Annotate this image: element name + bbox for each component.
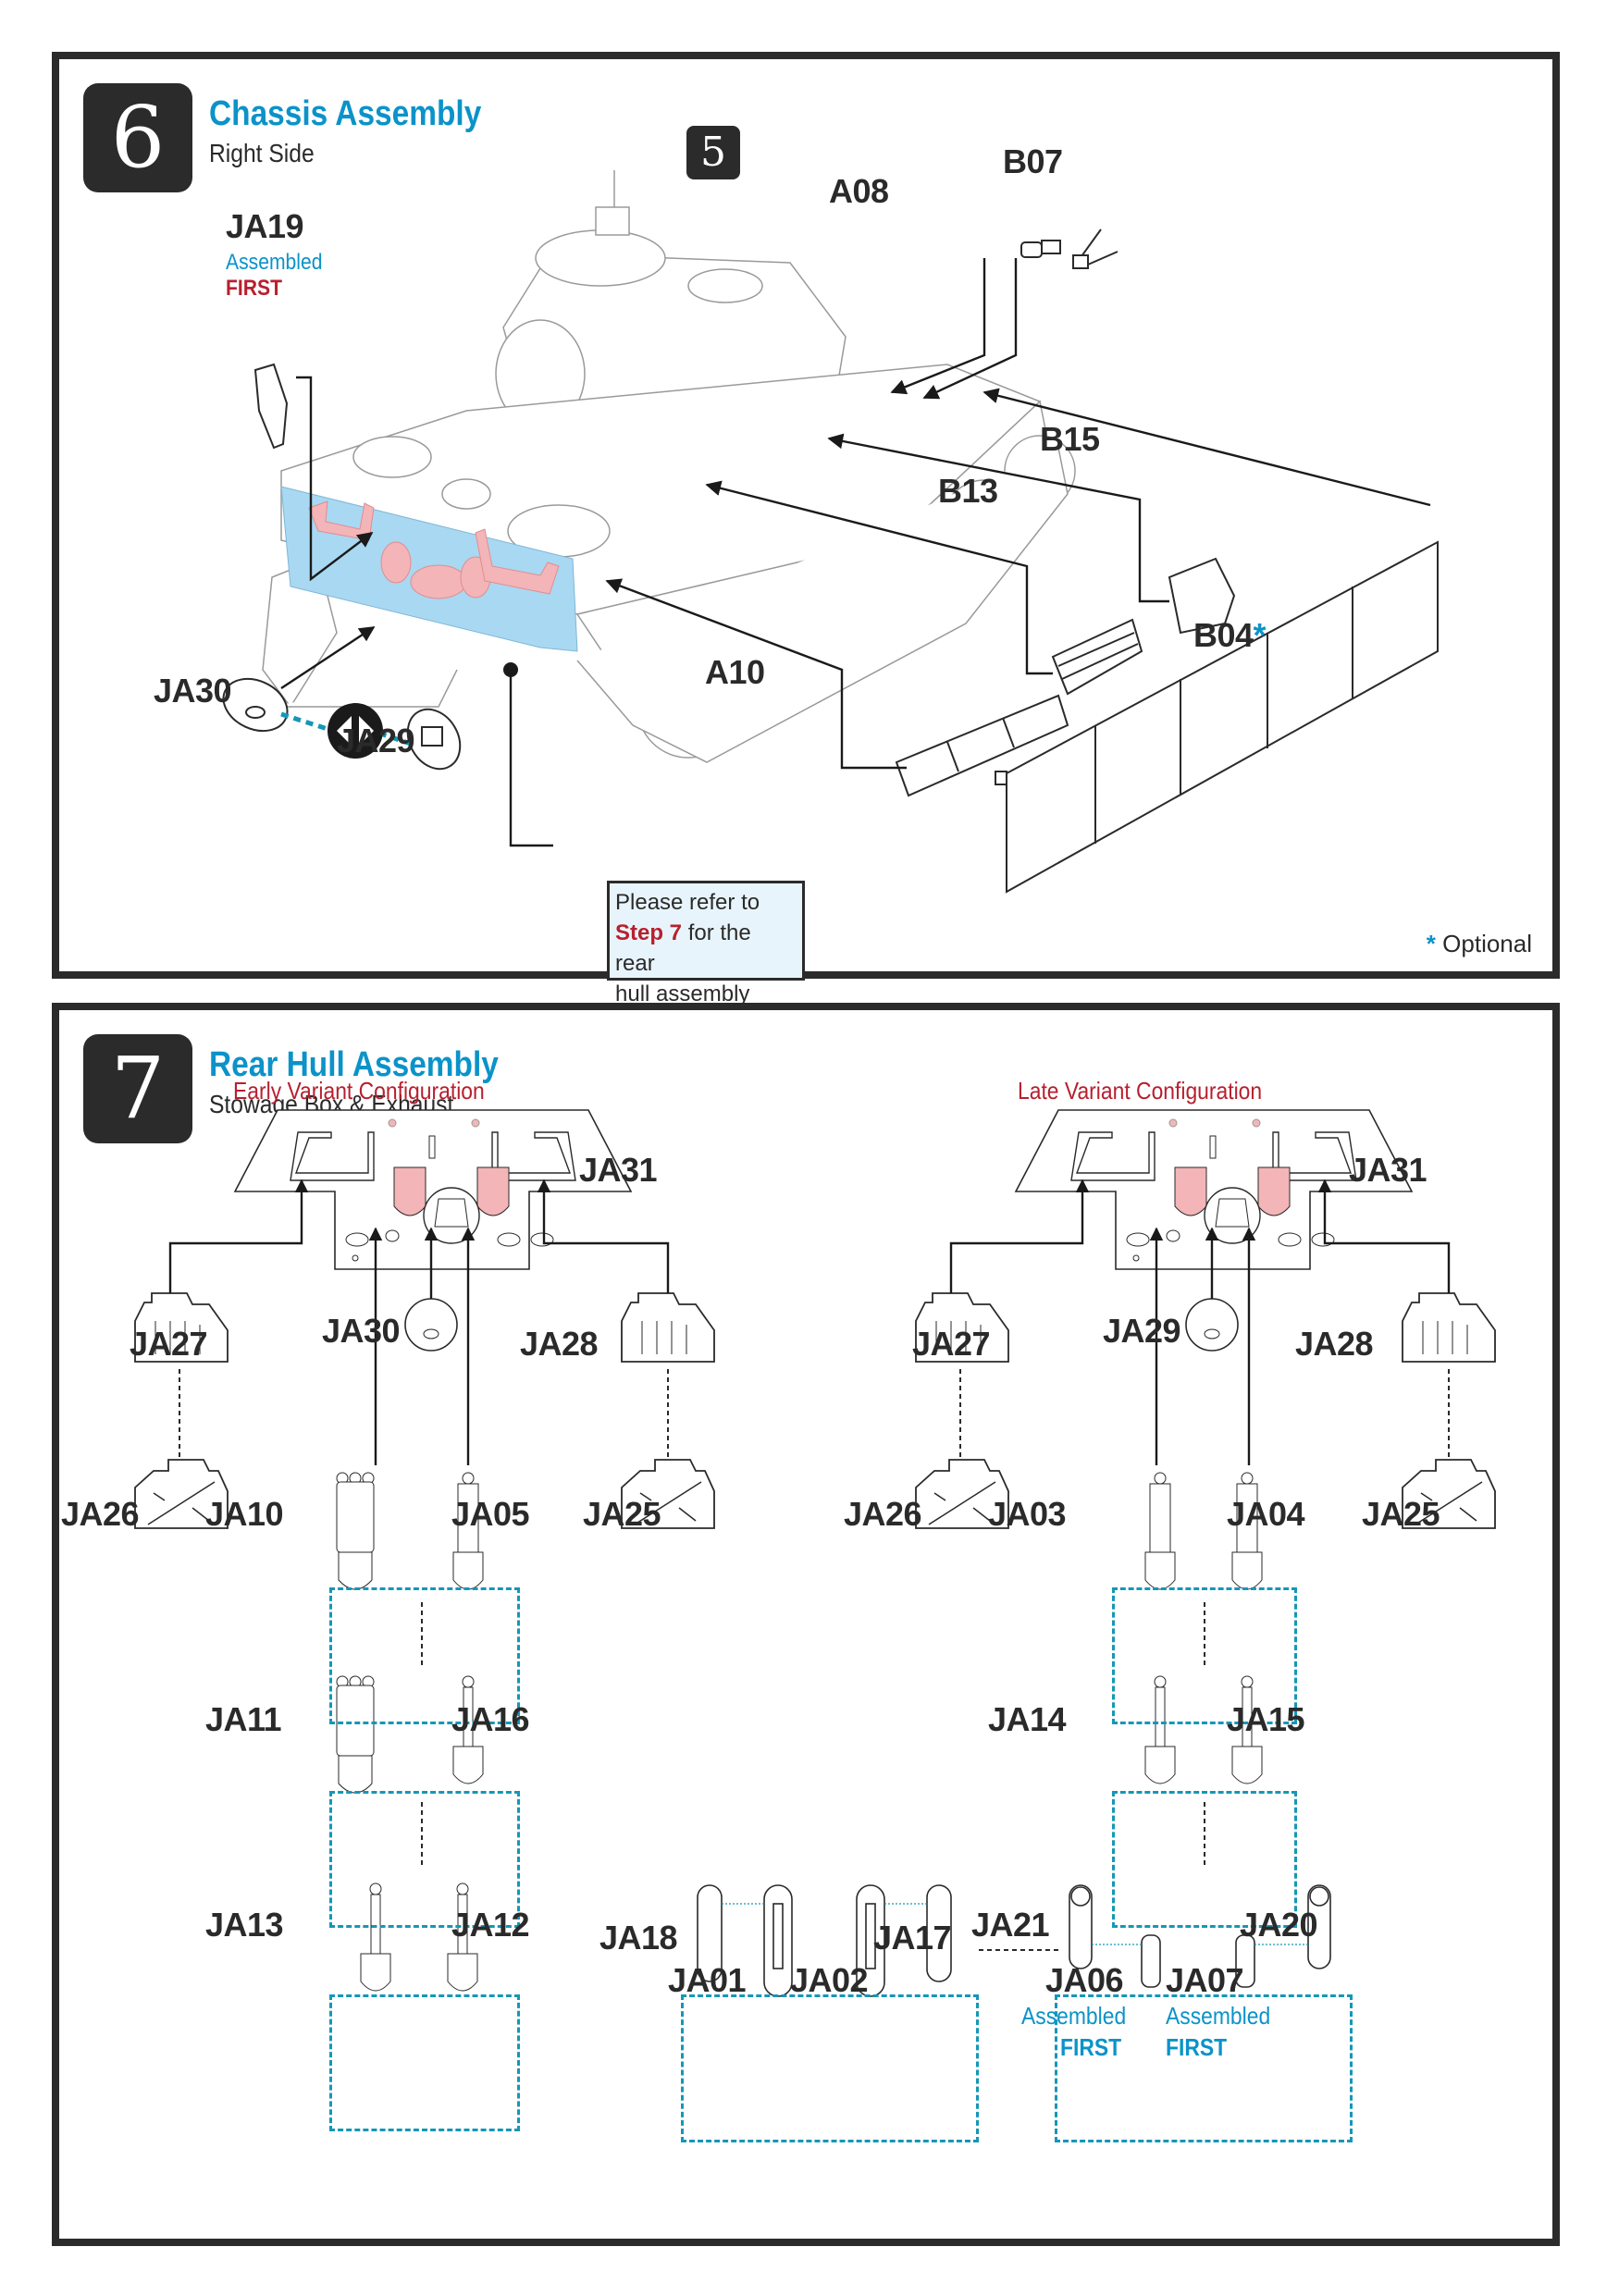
late-flame-damper-group-icons [1069,1884,1331,1988]
part-label-ja19: JA19 [226,207,304,245]
step-6-panel: 6 Chassis Assembly Right Side [52,52,1560,1006]
early-label-ja10: JA10 [205,1495,284,1533]
part-label-a10: A10 [705,653,765,691]
early-exhaust-group-3 [329,1994,520,2131]
late-label-ja31: JA31 [1349,1151,1427,1189]
ja30-cover-icon [222,677,289,733]
step-7-panel: 7 Rear Hull Assembly Stowage Box & Exhau… [52,1003,1560,2246]
optional-legend: * Optional [1427,930,1532,958]
early-label-ja30: JA30 [322,1312,401,1350]
reference-step-badge: 5 [686,126,740,179]
early-label-ja31: JA31 [579,1151,658,1189]
optional-legend-text: Optional [1442,930,1532,957]
late-label-ja26: JA26 [844,1495,922,1533]
late-flame-damper-group [1055,1994,1353,2142]
b04-skirt-icon [995,540,1439,894]
early-label-ja11: JA11 [205,1700,282,1738]
late-label-ja29: JA29 [1103,1312,1181,1350]
part-label-ja29: JA29 [337,722,415,759]
part-label-b07: B07 [1003,142,1063,180]
late-label-ja18: JA18 [599,1919,678,1957]
optional-legend-marker: * [1426,930,1436,957]
late-label-ja28: JA28 [1295,1325,1374,1363]
late-label-ja02: JA02 [790,1961,869,1999]
ja06-first-note: FIRST [1060,2033,1122,2061]
late-label-ja06: JA06 [1045,1961,1124,1999]
late-label-ja21: JA21 [971,1906,1050,1944]
part-label-b13: B13 [938,472,998,510]
late-ja03-exhaust-icon [1144,1472,1176,1590]
step7-reference-callout: Please refer to Step 7 for the rear hull… [607,881,805,1006]
callout-line-2: Step 7 for the rear [615,918,797,979]
late-exhaust-group-1 [1112,1587,1297,1724]
rear-hull-diagram [134,1109,1496,1997]
early-ja10-exhaust-icon [336,1472,375,1590]
ja19-part-icon [253,363,289,450]
a08-part-icon [1020,240,1061,258]
late-label-ja15: JA15 [1227,1700,1305,1738]
swap-arrows-icon [280,703,412,759]
callout-line-1: Please refer to [615,890,760,915]
early-label-ja05: JA05 [451,1495,530,1533]
optional-marker: * [1253,616,1267,654]
step-title: Rear Hull Assembly [209,1045,499,1084]
b15-part-icon [1168,557,1236,635]
early-label-ja28: JA28 [520,1325,599,1363]
callout-step-link: Step 7 [615,920,683,945]
part-label-b15: B15 [1040,420,1100,458]
early-ja30-cover-icon [404,1298,458,1352]
early-label-ja26: JA26 [61,1495,140,1533]
early-label-ja13: JA13 [205,1906,284,1944]
late-label-ja14: JA14 [988,1700,1067,1738]
late-exhaust-group-2 [1112,1791,1297,1928]
ja19-first-note: FIRST [226,276,283,301]
early-label-ja16: JA16 [451,1700,530,1738]
a10-track-icon [895,694,1069,797]
ja07-first-note: FIRST [1166,2033,1228,2061]
early-exhaust-group-1 [329,1587,520,1724]
early-exhaust-group-2 [329,1791,520,1928]
rear-plate-pink-parts [308,500,560,599]
late-ja31-plate [1015,1109,1413,1270]
ja19-assembled-note: Assembled [226,250,323,275]
early-ja31-plate [234,1109,632,1270]
ja29-cover-icon [406,708,462,771]
late-label-ja27: JA27 [912,1325,991,1363]
late-label-ja20: JA20 [1240,1906,1318,1944]
late-label-ja17: JA17 [873,1919,952,1957]
late-label-ja03: JA03 [988,1495,1067,1533]
late-ja28-box-icon [1402,1292,1496,1363]
b07-part-icon [1072,228,1118,269]
part-label-a08: A08 [829,172,889,210]
tank-hull-illustration [262,170,1076,763]
callout-line-2-text: for the rear [615,920,751,976]
ja06-assembled-note: Assembled [1021,2002,1127,2030]
chassis-diagram [222,170,1439,894]
part-label-ja30: JA30 [154,672,232,710]
callout-line-3: hull assembly [615,981,750,1006]
late-muffler-group [681,1994,979,2142]
early-label-ja27: JA27 [130,1325,208,1363]
late-ja29-cover-icon [1185,1298,1239,1352]
b04-text: B04 [1193,616,1254,654]
early-label-ja25: JA25 [583,1495,661,1533]
step-title: Chassis Assembly [209,94,482,133]
step-number-badge: 7 [83,1034,192,1143]
late-label-ja04: JA04 [1227,1495,1305,1533]
late-label-ja25: JA25 [1362,1495,1440,1533]
late-variant-heading: Late Variant Configuration [1018,1077,1263,1105]
step-number-badge: 6 [83,83,192,192]
callout-anchor-dot [503,662,518,677]
ja07-assembled-note: Assembled [1166,2002,1271,2030]
early-ja28-box-icon [621,1292,715,1363]
early-variant-heading: Early Variant Configuration [233,1077,485,1105]
late-muffler-group-icons [697,1884,952,1997]
late-label-ja01: JA01 [668,1961,747,1999]
part-label-b04: B04* [1193,616,1267,655]
step-subtitle: Right Side [209,139,315,167]
b13-part-icon [1051,618,1143,696]
late-label-ja07: JA07 [1166,1961,1244,1999]
early-label-ja12: JA12 [451,1906,530,1944]
